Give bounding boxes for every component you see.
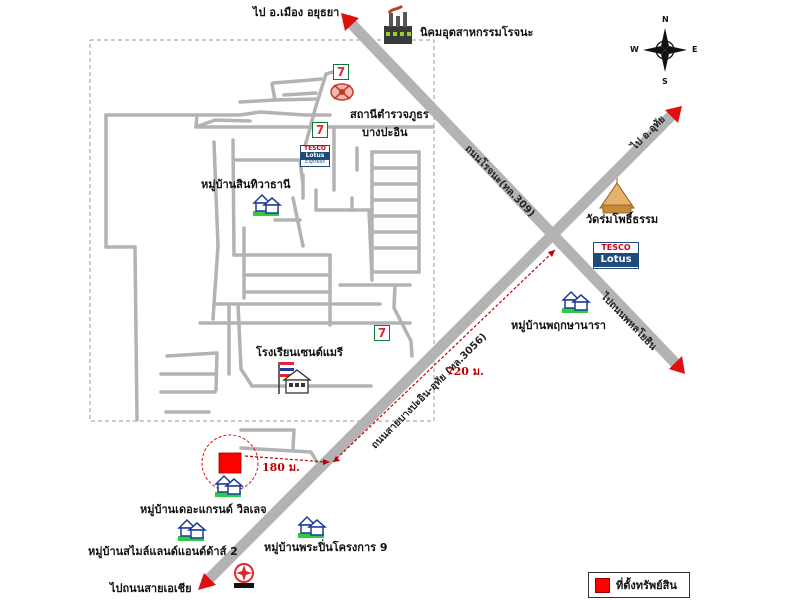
temple-icon <box>599 178 635 214</box>
village-icon-smile-land <box>177 518 207 541</box>
police-station-icon <box>330 83 354 101</box>
label-wat-phrom-thammaram: วัดร่มโพธิ์ธรรม <box>586 213 659 226</box>
property-radius <box>201 434 259 492</box>
distance-lines <box>244 249 556 463</box>
label-school: โรงเรียนเซนต์แมรี <box>256 346 343 359</box>
label-to-asian-highway: ไปถนนสายเอเชีย <box>110 582 192 595</box>
compass-icon <box>643 28 687 72</box>
village-icon-pruksa <box>561 290 591 313</box>
compass-w: W <box>630 45 639 54</box>
label-police-station: สถานีตำรวจภูธร <box>350 108 429 121</box>
lotus-text: Lotus <box>301 152 329 160</box>
label-sintaweethani-village: หมู่บ้านสินทิวาธานี <box>201 178 291 191</box>
caltex-icon <box>234 563 254 588</box>
compass-s: S <box>662 77 668 86</box>
compass-e: E <box>692 45 698 54</box>
compass-n: N <box>662 15 669 24</box>
direction-arrows <box>198 13 685 590</box>
seven-eleven-icon-3: 7 <box>374 325 390 341</box>
local-streets <box>104 68 435 464</box>
tesco-lotus-logo: TESCO Lotus <box>593 242 639 269</box>
label-prapin-village: หมู่บ้านพระปิ่นโครงการ 9 <box>264 541 388 554</box>
distance-label-long: 720 ม. <box>446 365 484 378</box>
school-icon <box>278 362 312 394</box>
property-marker <box>218 452 242 474</box>
label-police-station-2: บางปะอิน <box>362 126 408 139</box>
lotus-text-big: Lotus <box>594 253 638 267</box>
distance-label-short: 180 ม. <box>262 461 300 474</box>
express-text: Express <box>305 159 325 165</box>
label-pruksa-village: หมู่บ้านพฤกษานารา <box>511 319 606 332</box>
seven-eleven-icon-1: 7 <box>333 64 349 80</box>
rojana-road <box>342 14 684 372</box>
tesco-lotus-express-logo: TESCO Lotus Express <box>300 145 330 167</box>
tesco-text-big: TESCO <box>601 243 631 252</box>
tesco-text: TESCO <box>303 145 327 152</box>
village-icon-sintaweethani <box>252 193 282 216</box>
label-smile-land-village: หมู่บ้านสไมล์แลนด์แอนด์ด้าส์ 2 <box>88 545 238 558</box>
label-rojana-industrial: นิคมอุตสาหกรรมโรจนะ <box>420 26 534 39</box>
label-grand-village: หมู่บ้านเดอะแกรนด์ วิลเลจ <box>140 503 267 516</box>
factory-icon <box>384 4 412 44</box>
seven-eleven-icon-2: 7 <box>312 122 328 138</box>
label-to-ayutthaya: ไป อ.เมือง อยุธยา <box>253 6 340 19</box>
village-icon-grand <box>214 474 244 497</box>
area-boundary <box>89 39 435 422</box>
housing-grid <box>370 150 421 274</box>
legend: ที่ตั้งทรัพย์สิน <box>588 572 690 598</box>
legend-swatch <box>595 577 610 593</box>
legend-label: ที่ตั้งทรัพย์สิน <box>616 579 677 592</box>
bangpain-uthai-road <box>201 108 679 587</box>
village-icon-prapin <box>297 515 327 538</box>
